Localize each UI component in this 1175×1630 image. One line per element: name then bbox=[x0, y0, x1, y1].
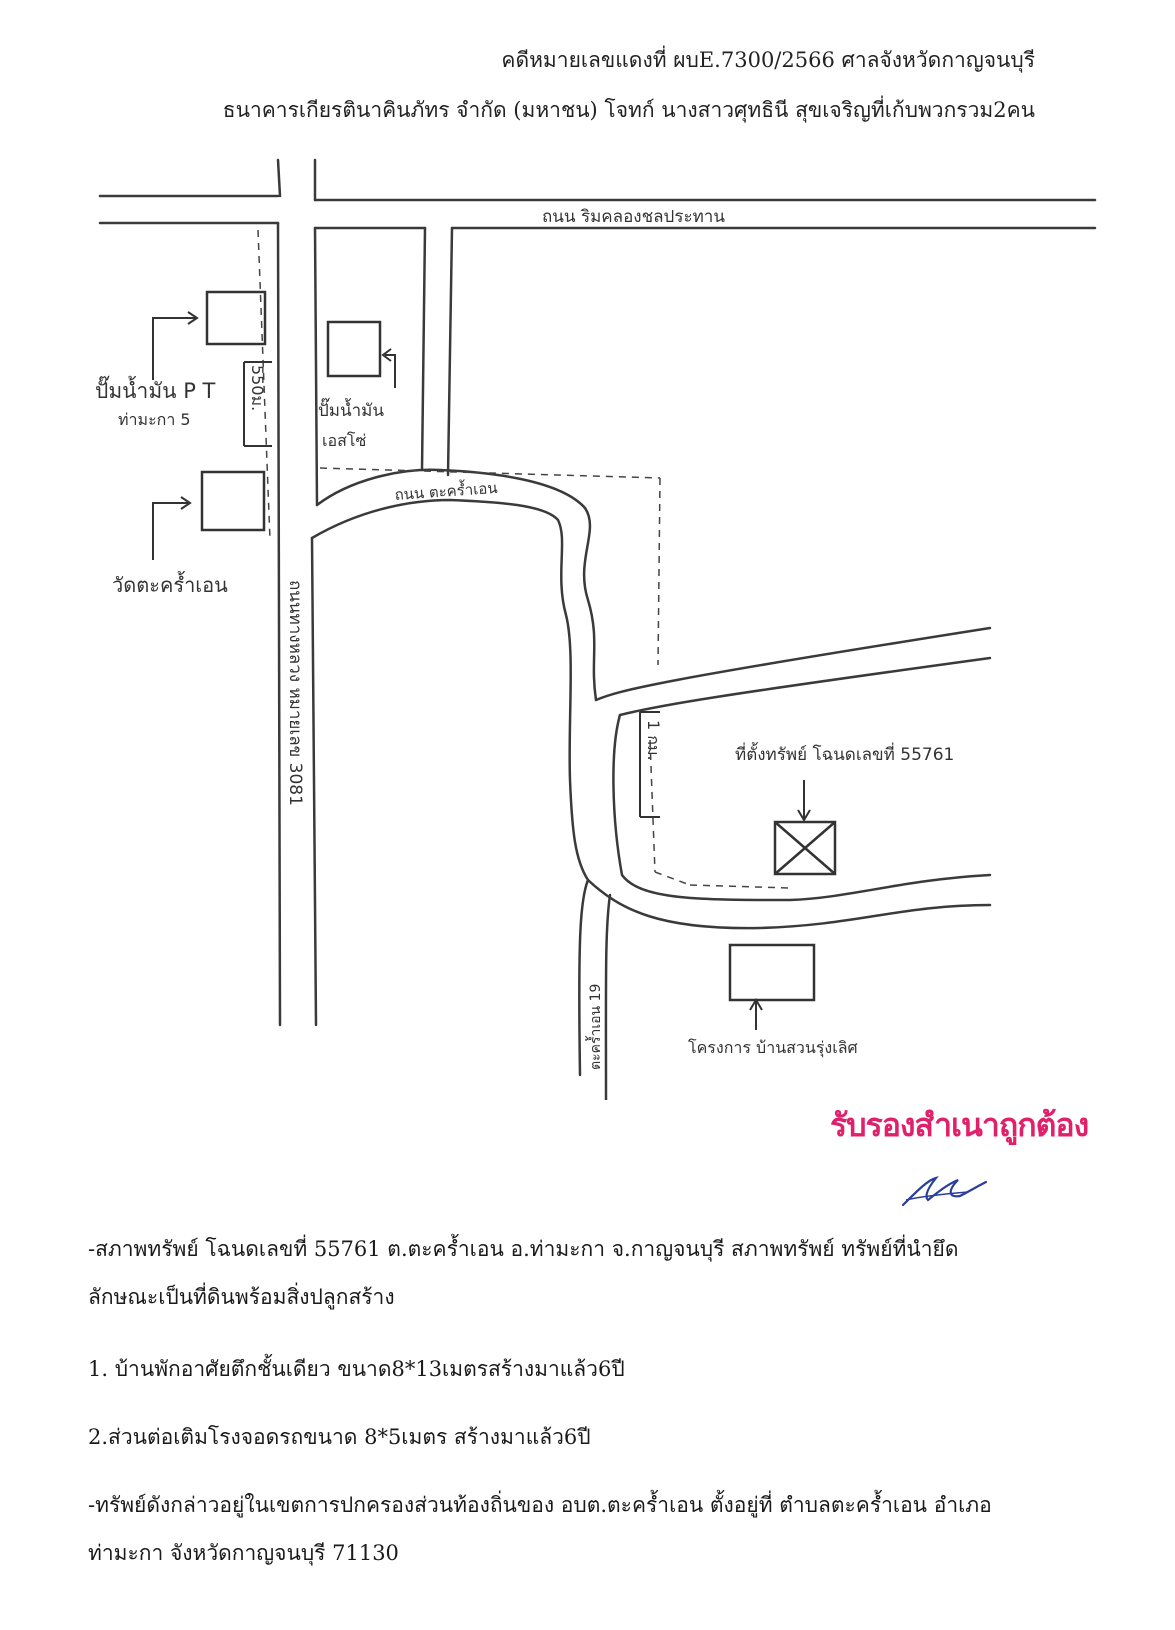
signature-mark bbox=[901, 1176, 988, 1207]
property-box bbox=[773, 820, 837, 876]
temple-box bbox=[200, 470, 266, 532]
dashed-distance-line bbox=[689, 884, 791, 889]
certified-copy-stamp: รับรองสำเนาถูกต้อง bbox=[830, 1106, 1089, 1144]
soi-edge bbox=[578, 878, 590, 1077]
arrow bbox=[152, 502, 188, 560]
housing-project-box bbox=[728, 943, 816, 1002]
item-2: 2.ส่วนต่อเติมโรงจอดรถขนาด 8*5เมตร สร้างม… bbox=[88, 1425, 591, 1449]
dashed-distance-line bbox=[649, 739, 656, 873]
gas-station-pt-box bbox=[205, 290, 267, 346]
road-top-label: ถนน ริมคลองชลประทาน bbox=[542, 207, 725, 227]
road-edge bbox=[420, 226, 427, 472]
soi-edge bbox=[604, 893, 612, 1100]
arrow bbox=[385, 354, 396, 388]
gas-station-pt-label: ปั๊มน้ำมัน P T bbox=[95, 375, 216, 403]
location-description: -ทรัพย์ดังกล่าวอยู่ในเขตการปกครองส่วนท้อ… bbox=[88, 1481, 1018, 1577]
gas-station-pt-sublabel: ท่ามะกา 5 bbox=[118, 410, 191, 429]
arrow-head bbox=[749, 998, 763, 1011]
road-edge bbox=[586, 878, 992, 930]
arrow-head bbox=[187, 311, 199, 325]
property-label: ที่ตั้งทรัพย์ โฉนดเลขที่ 55761 bbox=[735, 742, 954, 765]
road-takhraen-label: ถนน ตะคร้ำเอน bbox=[394, 477, 498, 504]
arrow-head bbox=[381, 348, 392, 362]
highway-edge bbox=[276, 158, 282, 198]
highway-edge bbox=[313, 226, 319, 507]
takhraen-road-edge bbox=[315, 468, 598, 702]
road-edge bbox=[594, 626, 992, 702]
housing-project-label: โครงการ บ้านสวนรุ่งเลิศ bbox=[688, 1038, 858, 1058]
highway-edge bbox=[276, 221, 282, 1027]
road-edge bbox=[618, 656, 992, 717]
temple-label: วัดตะคร้ำเอน bbox=[112, 571, 228, 597]
distance-1km-label: 1 กม. bbox=[644, 720, 663, 761]
dashed-distance-line bbox=[654, 871, 691, 886]
takhraen-road-edge bbox=[310, 498, 590, 882]
road-edge bbox=[446, 226, 454, 477]
location-text: -ทรัพย์ดังกล่าวอยู่ในเขตการปกครองส่วนท้อ… bbox=[88, 1493, 992, 1565]
distance-550-label: 550ม. bbox=[248, 365, 267, 411]
highway-label: ถนนทางหลวง หมายเลข 3081 bbox=[285, 580, 305, 806]
parties-line: ธนาคารเกียรตินาคินภัทร จำกัด (มหาชน) โจท… bbox=[222, 98, 1035, 122]
property-cross bbox=[774, 821, 836, 875]
dashed-distance-line bbox=[657, 477, 661, 666]
property-description: -สภาพทรัพย์ โฉนดเลขที่ 55761 ต.ตะคร้ำเอน… bbox=[88, 1225, 1018, 1321]
arrow bbox=[152, 317, 195, 380]
description-text: -สภาพทรัพย์ โฉนดเลขที่ 55761 ต.ตะคร้ำเอน… bbox=[88, 1237, 959, 1309]
dashed-distance-line bbox=[319, 467, 661, 479]
gas-station-esso-label: ปั๊มน้ำมัน bbox=[318, 397, 384, 421]
gas-station-esso-sublabel: เอสโซ่ bbox=[322, 431, 366, 450]
arrow-head bbox=[180, 496, 192, 510]
soi-19-label: ตะคร้ำเอน 19 bbox=[585, 984, 604, 1070]
location-map: ถนน ริมคลองชลประทาน ปั๊มน้ำมัน P T ท่ามะ… bbox=[95, 158, 1097, 1100]
case-number-line: คดีหมายเลขแดงที่ ผบE.7300/2566 ศาลจังหวั… bbox=[501, 48, 1035, 72]
gas-station-esso-box bbox=[326, 320, 382, 378]
highway-edge bbox=[310, 536, 318, 1027]
arrow-head bbox=[797, 809, 811, 822]
item-1: 1. บ้านพักอาศัยตึกชั้นเดียว ขนาด8*13เมตร… bbox=[88, 1357, 625, 1381]
road-edge bbox=[612, 713, 992, 902]
